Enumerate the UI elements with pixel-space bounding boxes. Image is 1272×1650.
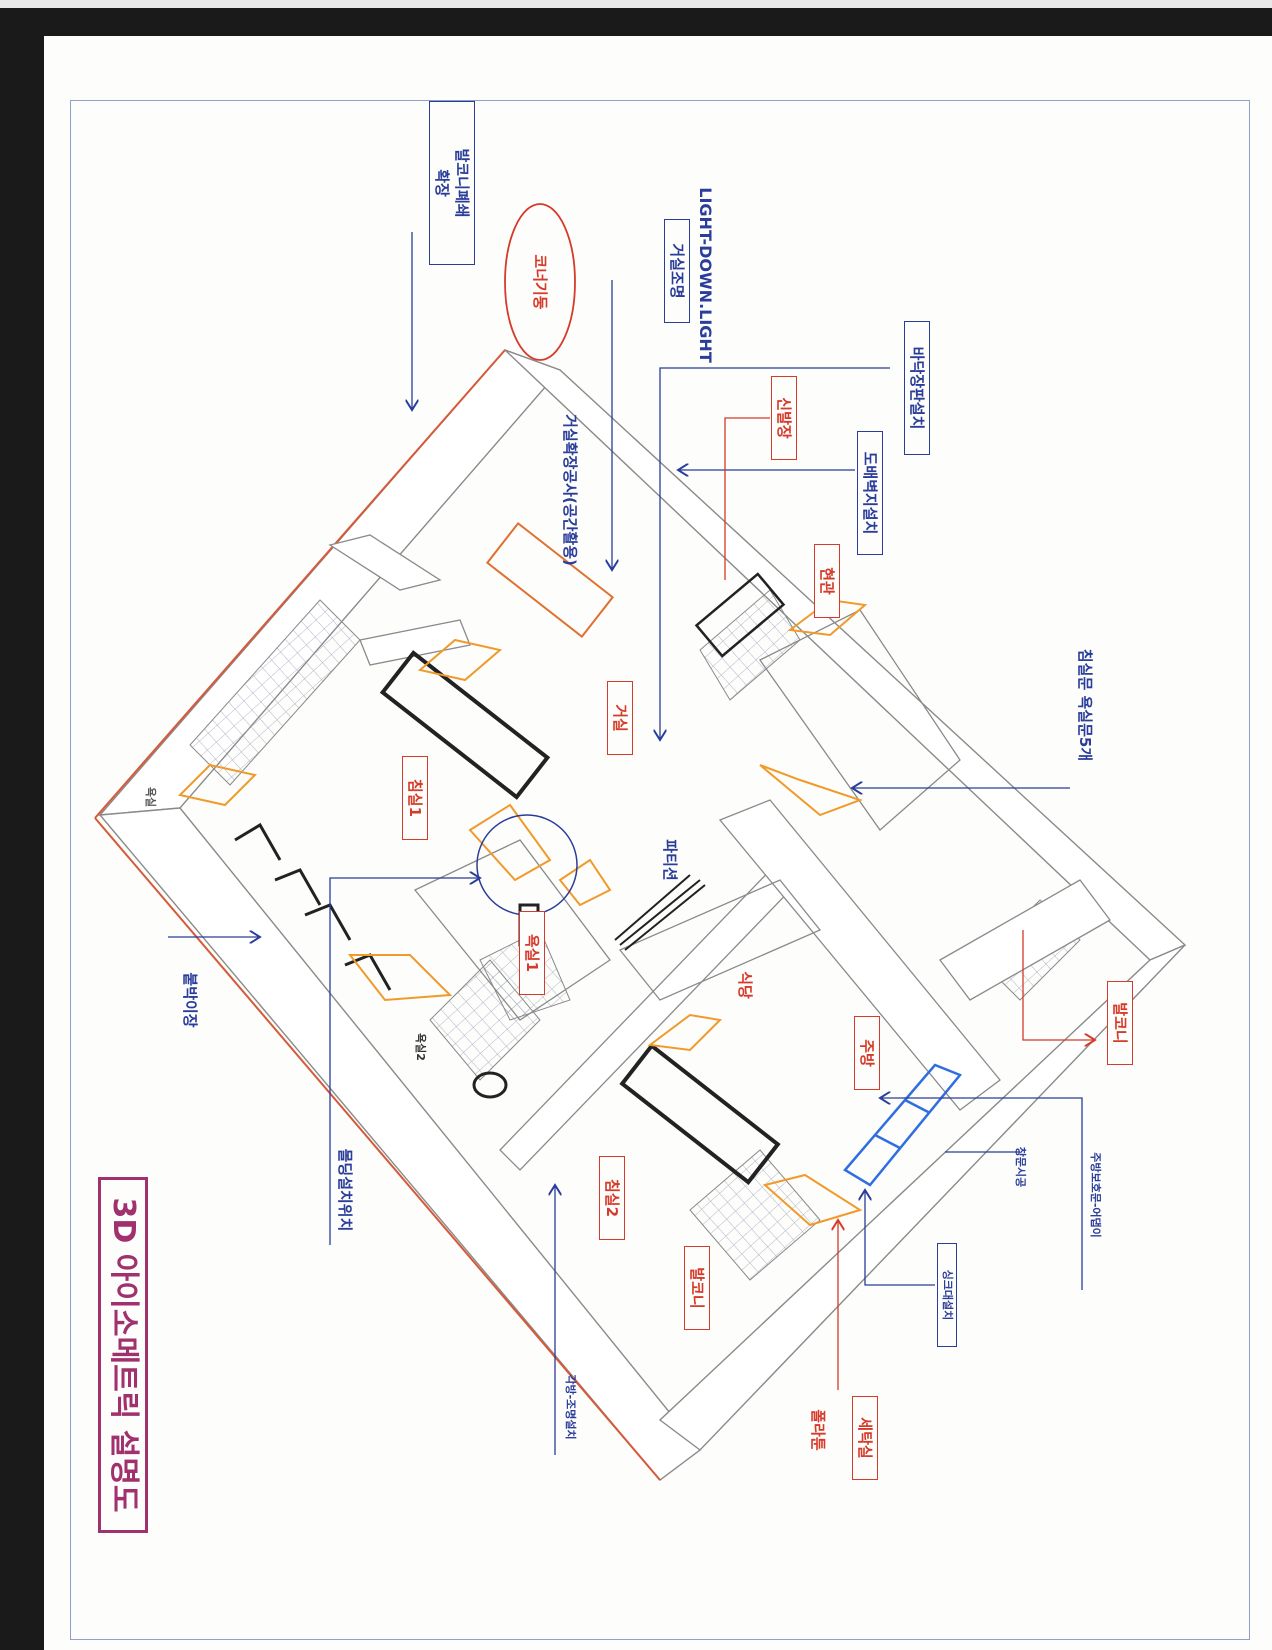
partition-screen bbox=[614, 874, 706, 951]
label-living-light: 거실조명 bbox=[664, 219, 690, 323]
label-sink: 싱크대설치 bbox=[937, 1243, 957, 1347]
label-entrance: 현관 bbox=[814, 544, 840, 618]
label-shoe-cabinet: 신발장 bbox=[771, 376, 797, 460]
label-doors: 침실문 욕실문5개 bbox=[1076, 648, 1094, 762]
label-toilet-small: 욕실2 bbox=[414, 1033, 427, 1061]
bed-bedroom2 bbox=[619, 1043, 781, 1185]
label-molding: 몰딩설치위치 bbox=[336, 1148, 354, 1232]
interior-walls bbox=[328, 534, 1111, 1171]
bed-bedroom1 bbox=[379, 650, 551, 800]
label-bedroom2: 침실2 bbox=[599, 1156, 625, 1240]
label-living-room: 거실 bbox=[607, 681, 633, 755]
leader-lines-red bbox=[724, 417, 1095, 1390]
label-dining: 식당 bbox=[736, 971, 754, 999]
label-balcony-right: 발코니 bbox=[1107, 981, 1133, 1065]
furniture bbox=[234, 521, 786, 1185]
label-flooring: 폴라툰 bbox=[809, 1409, 827, 1451]
label-laundry: 세탁실 bbox=[852, 1396, 878, 1480]
label-window: 창문시공 bbox=[1014, 1146, 1027, 1188]
corner-pillar-circle bbox=[504, 203, 576, 361]
label-bedroom1: 침실1 bbox=[402, 756, 428, 840]
diagram-title: 3D 아이소메트릭 설명도 bbox=[98, 1177, 148, 1533]
label-bath-small: 욕실 bbox=[144, 786, 157, 808]
label-kitchen-protect: 주방보호문-어댑이 bbox=[1089, 1152, 1102, 1238]
kitchen-counter bbox=[843, 1063, 963, 1187]
toilet bbox=[472, 1071, 508, 1099]
red-exterior-line-bottom bbox=[94, 817, 661, 1481]
label-floor-board: 바닥장판설치 bbox=[904, 321, 930, 455]
scan-top-edge bbox=[0, 0, 1272, 8]
red-exterior-line-left bbox=[94, 349, 506, 819]
label-builtin-wardrobe: 붙박이장 bbox=[181, 972, 199, 1028]
sofa-living bbox=[485, 521, 615, 639]
drawing-frame bbox=[70, 100, 1250, 1640]
label-bathroom1: 욕실1 bbox=[519, 911, 545, 995]
shoe-cabinet bbox=[694, 572, 786, 658]
outer-walls bbox=[98, 349, 1187, 1481]
label-living-expansion: 거실확장공사(공간활용) bbox=[561, 414, 579, 566]
label-partition: 파티션 bbox=[661, 839, 679, 881]
label-wallpaper: 도배벽지설치 bbox=[857, 431, 883, 555]
label-kitchen: 주방 bbox=[854, 1016, 880, 1090]
label-bedroom-light: 각방-조명설치 bbox=[564, 1374, 577, 1440]
label-corner-pillar: 코너기둥 bbox=[531, 254, 549, 310]
leader-lines-blue bbox=[168, 232, 1083, 1455]
label-light-down: LIGHT-DOWN.LIGHT bbox=[696, 187, 715, 363]
wardrobe-units bbox=[234, 822, 392, 991]
label-balcony-bottom: 발코니 bbox=[684, 1246, 710, 1330]
